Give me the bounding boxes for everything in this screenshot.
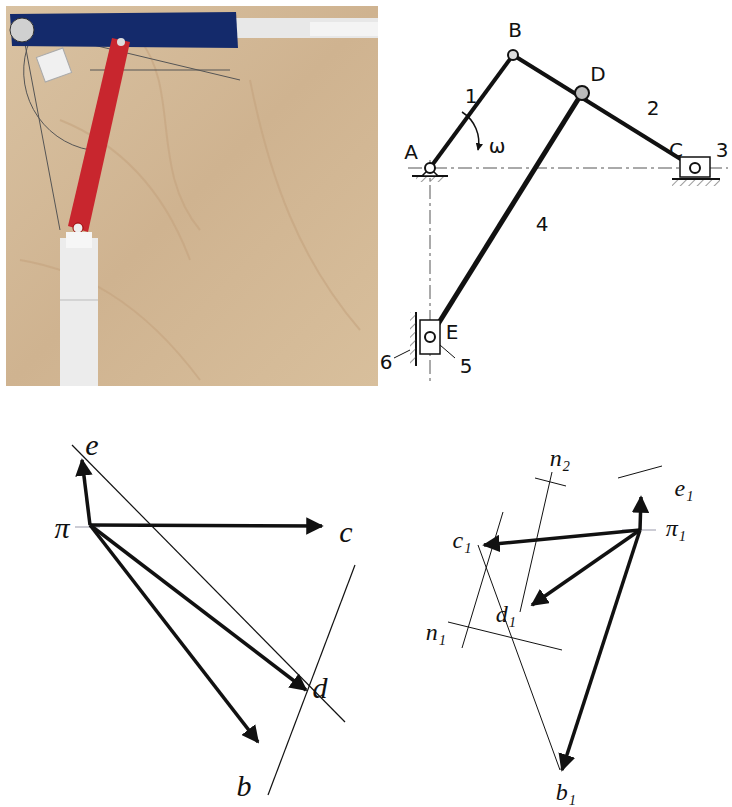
mechanism-scheme [394,50,728,385]
vector-end-letter: b₁ [556,780,576,804]
acceleration-polygon [448,466,662,770]
photo [6,6,378,386]
joint-letter: B [508,20,522,40]
link-number: 4 [536,214,549,234]
velocity-polygon [72,445,355,795]
vector-end-letter: d₁ [496,602,516,626]
joint-letter: E [446,322,459,342]
vector-end-letter: c [339,517,352,547]
angular-velocity-symbol: ω [489,136,506,156]
vector-end-letter: e [85,430,98,460]
link-number: 5 [460,356,473,376]
vector-end-letter: c₁ [453,528,472,552]
vector-end-letter: b [237,771,252,801]
vector-end-letter: e₁ [675,476,694,500]
joint-letter: A [404,142,418,162]
vector-end-letter: n₁ [426,620,446,644]
link-number: 3 [716,140,729,160]
link-number: 1 [465,86,478,106]
joint-letter: C [669,140,683,160]
pole-letter: π [54,513,69,543]
pole-letter: π₁ [666,516,686,540]
link-number: 2 [647,98,660,118]
vector-end-letter: d [313,673,328,703]
link-number: 6 [380,352,393,372]
joint-letter: D [590,64,605,84]
vector-end-letter: n₂ [550,446,570,470]
